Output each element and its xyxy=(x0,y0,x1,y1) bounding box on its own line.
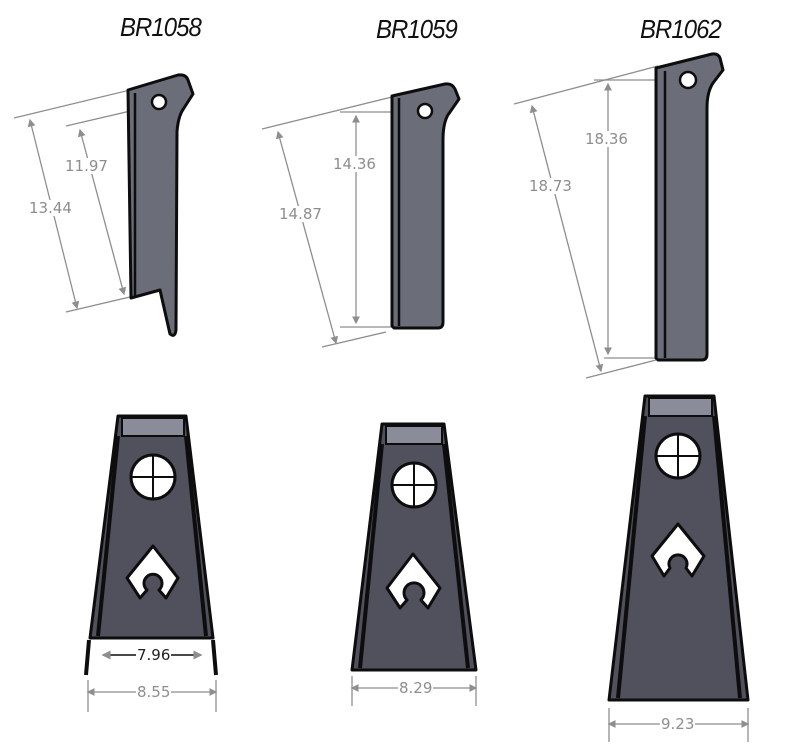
part-title-br1059: BR1059 xyxy=(376,14,458,44)
dim-br1062-outer-length: 18.73 xyxy=(528,177,573,195)
dim-br1062-outer-width: 9.23 xyxy=(660,715,696,733)
dim-br1058-outer-width: 8.55 xyxy=(136,683,172,701)
dim-br1062-inner-length: 18.36 xyxy=(584,130,629,148)
br1059-front-view xyxy=(350,422,478,706)
dim-br1059-inner-length: 14.36 xyxy=(332,155,377,173)
dim-br1059-outer-length: 14.87 xyxy=(278,205,323,223)
part-title-br1062: BR1062 xyxy=(640,14,722,44)
dim-br1058-outer-length: 13.44 xyxy=(28,199,73,217)
br1062-side-view xyxy=(513,52,725,379)
br1059-side-view xyxy=(261,82,461,348)
br1058-side-view xyxy=(13,73,195,337)
br1062-front-view xyxy=(607,394,750,742)
br1058-front-view xyxy=(84,414,218,712)
dim-br1058-inner-width: 7.96 xyxy=(136,646,172,664)
dim-br1058-inner-length: 11.97 xyxy=(64,157,109,175)
part-title-br1058: BR1058 xyxy=(120,12,202,42)
dim-br1059-outer-width: 8.29 xyxy=(398,679,434,697)
